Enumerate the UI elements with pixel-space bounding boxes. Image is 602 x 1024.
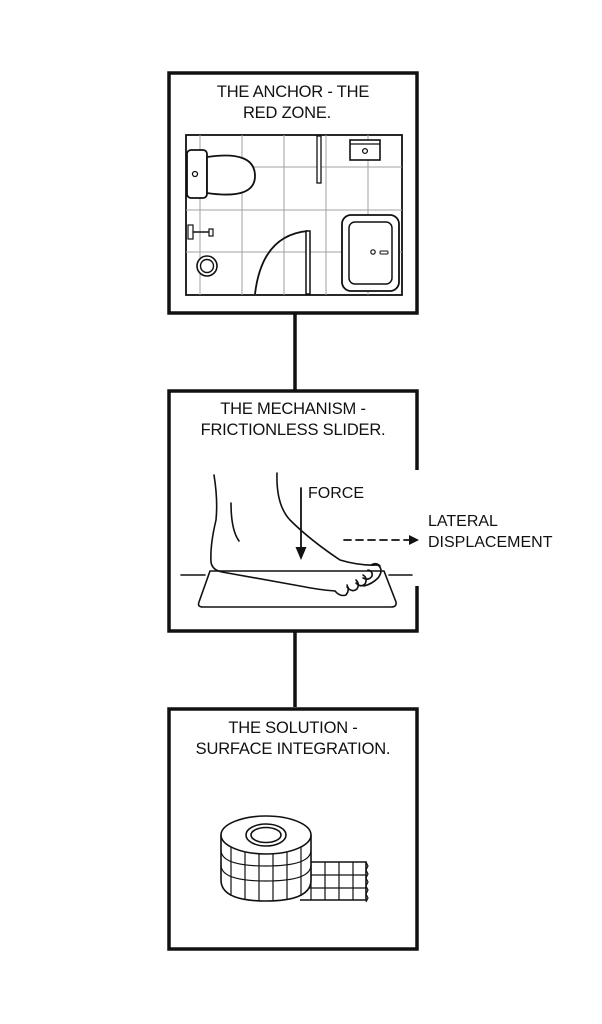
panel-solution: THE SOLUTION - SURFACE INTEGRATION. [168,707,418,950]
panel-mechanism-title-line1: THE MECHANISM - [220,400,366,418]
panel-solution-title-line1: THE SOLUTION - [228,719,358,737]
panel-mechanism: THE MECHANISM - FRICTIONLESS SLIDER. [168,390,418,632]
panel-solution-title: THE SOLUTION - SURFACE INTEGRATION. [168,718,418,760]
force-label: FORCE [308,485,364,502]
foot-on-mat-icon [180,472,419,608]
panel-mechanism-title: THE MECHANISM - FRICTIONLESS SLIDER. [168,399,418,441]
toilet-icon [186,149,256,199]
panel-mechanism-title-line2: FRICTIONLESS SLIDER. [200,421,386,439]
panel-anchor-title-line2: RED ZONE. [242,104,332,122]
grip-tape-roll-icon [220,815,369,903]
panel-anchor-title-line1: THE ANCHOR - THE [216,83,370,101]
lateral-label-line2: DISPLACEMENT [428,534,553,551]
panel-anchor-frame [167,71,419,315]
bathroom-floor-plan-icon [185,134,403,296]
panel-anchor-title: THE ANCHOR - THE RED ZONE. [168,82,418,124]
floor-drain-icon [196,255,218,277]
wall-sink-icon [349,139,381,161]
bath-mat [197,570,397,608]
panel-solution-frame [167,707,419,951]
lateral-displacement-label: LATERAL DISPLACEMENT [428,511,552,553]
door-swing-icon [254,230,311,295]
towel-holder-icon [187,224,214,240]
shower-tray-icon [341,214,400,292]
panel-solution-title-line2: SURFACE INTEGRATION. [195,740,391,758]
panel-anchor: THE ANCHOR - THE RED ZONE. [168,72,418,314]
partition-wall [316,135,322,184]
lateral-label-line1: LATERAL [428,513,498,530]
panel-mechanism-frame [167,389,419,633]
